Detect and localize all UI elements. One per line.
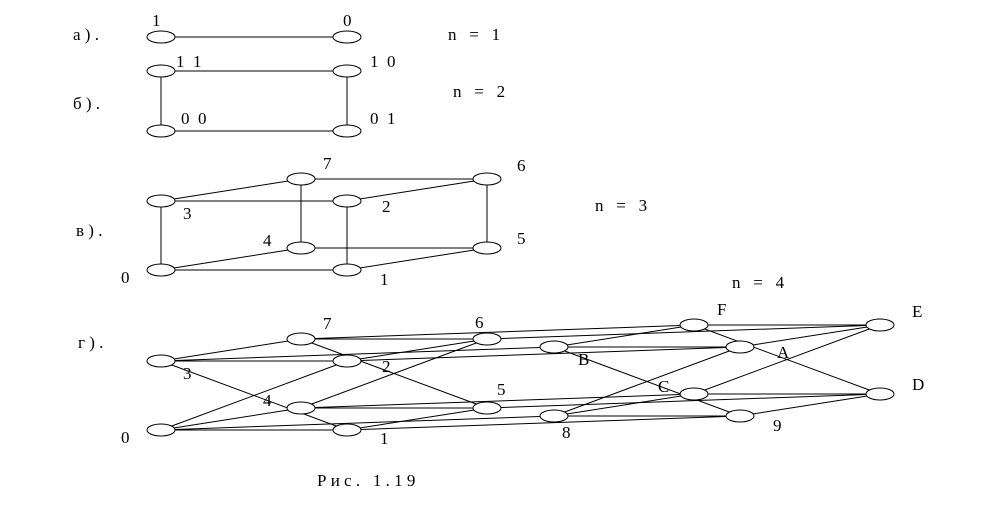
node-g-1 — [332, 423, 362, 437]
edge-g-5-D — [486, 393, 881, 409]
node-label-v-3: 3 — [183, 204, 192, 223]
node-label-g-D: D — [912, 375, 924, 394]
node-a-0 — [332, 30, 362, 44]
node-label-g-0: 0 — [121, 428, 130, 447]
node-g-2 — [332, 354, 362, 368]
node-label-v-6: 6 — [517, 156, 526, 175]
node-label-b-11: 1 1 — [176, 52, 202, 71]
node-g-0 — [146, 423, 176, 437]
node-label-v-0: 0 — [121, 268, 130, 287]
node-label-a-1: 1 — [152, 11, 161, 30]
labels-layer: 1 0 а ) . n = 1 1 1 1 0 0 0 0 1 б ) . n = 2 0 1 2 3 4 5… — [73, 11, 924, 490]
node-g-5 — [472, 401, 502, 415]
node-label-g-3: 3 — [183, 364, 192, 383]
node-g-7 — [286, 332, 316, 346]
part-label-b: б ) . — [73, 94, 100, 113]
n-label-g: n = 4 — [732, 273, 785, 292]
edge-v-2-6 — [346, 178, 488, 202]
node-a-1 — [146, 30, 176, 44]
node-g-C — [679, 387, 709, 401]
node-label-b-00: 0 0 — [181, 109, 207, 128]
edge-g-8-C — [553, 393, 695, 417]
edge-g-0-4 — [160, 407, 302, 431]
node-g-B — [539, 340, 569, 354]
figure-caption: Р и с . 1 . 1 9 — [317, 471, 415, 490]
node-label-b-01: 0 1 — [370, 109, 396, 128]
node-label-g-A: A — [777, 343, 790, 362]
node-label-g-E: E — [912, 302, 922, 321]
part-label-g: г ) . — [78, 333, 103, 352]
edge-v-1-5 — [346, 247, 488, 271]
edge-g-2-A — [346, 346, 741, 362]
node-label-g-9: 9 — [773, 416, 782, 435]
edge-g-0-8 — [160, 415, 555, 431]
node-label-v-7: 7 — [323, 154, 332, 173]
node-label-g-7: 7 — [323, 314, 332, 333]
edge-g-6-E — [486, 324, 881, 340]
node-v-0 — [146, 263, 176, 277]
edge-g-1-9 — [346, 415, 741, 431]
node-g-E — [865, 318, 895, 332]
part-label-v: в ) . — [76, 221, 102, 240]
node-label-g-8: 8 — [562, 423, 571, 442]
node-label-v-2: 2 — [382, 197, 391, 216]
node-g-9 — [725, 409, 755, 423]
edge-g-7-F — [300, 324, 695, 340]
edge-g-1-3 — [160, 360, 348, 431]
node-v-7 — [286, 172, 316, 186]
node-g-6 — [472, 332, 502, 346]
node-label-g-F: F — [717, 300, 726, 319]
nodes-layer — [146, 30, 895, 437]
edge-g-2-6 — [346, 338, 488, 362]
node-label-v-5: 5 — [517, 229, 526, 248]
node-g-3 — [146, 354, 176, 368]
node-b-11 — [146, 64, 176, 78]
edge-g-D-F — [693, 324, 881, 395]
edge-g-B-F — [553, 324, 695, 348]
edge-v-0-4 — [160, 247, 302, 271]
edge-g-3-B — [160, 346, 555, 362]
node-b-01 — [332, 124, 362, 138]
node-label-g-B: B — [578, 350, 589, 369]
node-label-g-2: 2 — [382, 357, 391, 376]
node-v-3 — [146, 194, 176, 208]
node-g-4 — [286, 401, 316, 415]
part-label-a: а ) . — [73, 25, 99, 44]
edge-g-9-B — [553, 346, 741, 417]
node-label-g-1: 1 — [380, 429, 389, 448]
node-label-v-4: 4 — [263, 231, 272, 250]
node-v-4 — [286, 241, 316, 255]
edge-g-4-C — [300, 393, 695, 409]
node-g-D — [865, 387, 895, 401]
node-g-8 — [539, 409, 569, 423]
node-v-2 — [332, 194, 362, 208]
edge-g-9-D — [739, 393, 881, 417]
edge-g-A-E — [739, 324, 881, 348]
edge-v-3-7 — [160, 178, 302, 202]
node-label-v-1: 1 — [380, 270, 389, 289]
node-label-b-10: 1 0 — [370, 52, 396, 71]
node-label-a-0: 0 — [343, 11, 352, 30]
node-v-6 — [472, 172, 502, 186]
node-v-1 — [332, 263, 362, 277]
node-v-5 — [472, 241, 502, 255]
n-label-b: n = 2 — [453, 82, 505, 101]
edge-g-5-7 — [300, 338, 488, 409]
node-b-00 — [146, 124, 176, 138]
node-b-10 — [332, 64, 362, 78]
node-g-A — [725, 340, 755, 354]
node-label-g-5: 5 — [497, 380, 506, 399]
node-g-F — [679, 318, 709, 332]
edge-g-1-5 — [346, 407, 488, 431]
node-label-g-4: 4 — [263, 391, 272, 410]
edge-g-3-7 — [160, 338, 302, 362]
node-label-g-C: C — [658, 377, 669, 396]
n-label-a: n = 1 — [448, 25, 500, 44]
n-label-v: n = 3 — [595, 196, 647, 215]
edges-layer — [160, 36, 881, 431]
node-label-g-6: 6 — [475, 313, 484, 332]
